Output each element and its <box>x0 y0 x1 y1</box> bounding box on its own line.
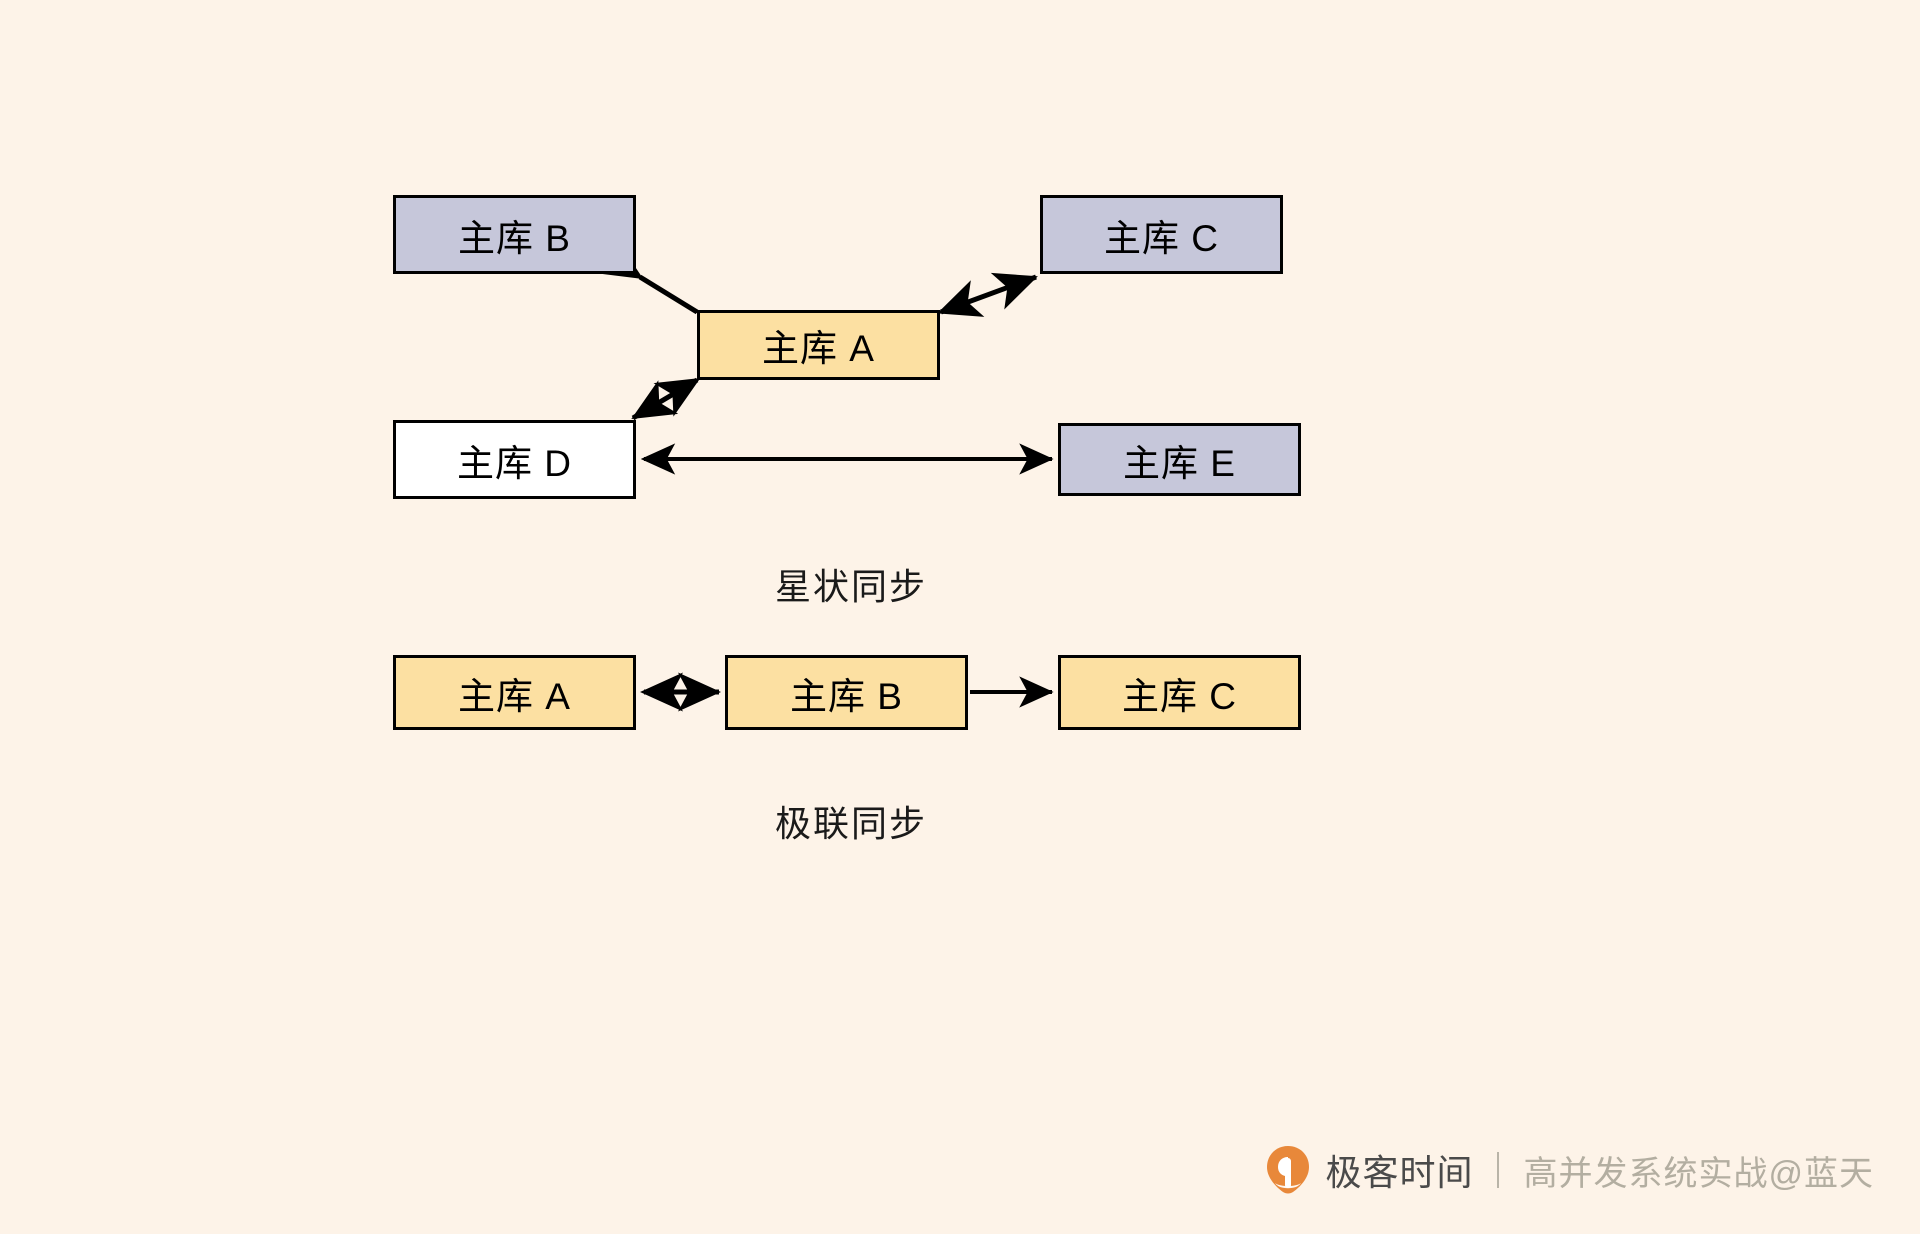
node-label: 主库 C <box>1122 675 1237 717</box>
caption-star-sync: 星状同步 <box>775 566 928 607</box>
caption-cascade-sync: 极联同步 <box>775 803 928 844</box>
edge-a-d <box>631 377 701 421</box>
node-label: 主库 B <box>790 675 903 717</box>
edge-a-c <box>937 272 1038 317</box>
node-label: 主库 E <box>1123 442 1236 484</box>
node-star-d[interactable]: 主库 D <box>393 420 636 499</box>
geekbang-drop-logo-icon <box>1267 1146 1310 1194</box>
watermark: 极客时间 高并发系统实战@蓝天 <box>1265 1144 1874 1196</box>
node-label: 主库 C <box>1104 217 1219 259</box>
node-star-e[interactable]: 主库 E <box>1058 423 1301 496</box>
node-star-a[interactable]: 主库 A <box>697 310 940 380</box>
node-cascade-c[interactable]: 主库 C <box>1058 655 1301 730</box>
node-cascade-a[interactable]: 主库 A <box>393 655 636 730</box>
edge-a-b <box>596 239 743 351</box>
node-label: 主库 A <box>762 328 875 369</box>
watermark-subtitle: 高并发系统实战@蓝天 <box>1523 1154 1874 1193</box>
node-label: 主库 B <box>458 217 571 259</box>
node-star-b[interactable]: 主库 B <box>393 195 636 274</box>
node-star-c[interactable]: 主库 C <box>1040 195 1283 274</box>
watermark-divider <box>1497 1152 1500 1188</box>
node-label: 主库 D <box>457 442 572 484</box>
watermark-brand: 极客时间 <box>1325 1152 1474 1193</box>
node-cascade-b[interactable]: 主库 B <box>725 655 968 730</box>
node-label: 主库 A <box>458 675 571 717</box>
